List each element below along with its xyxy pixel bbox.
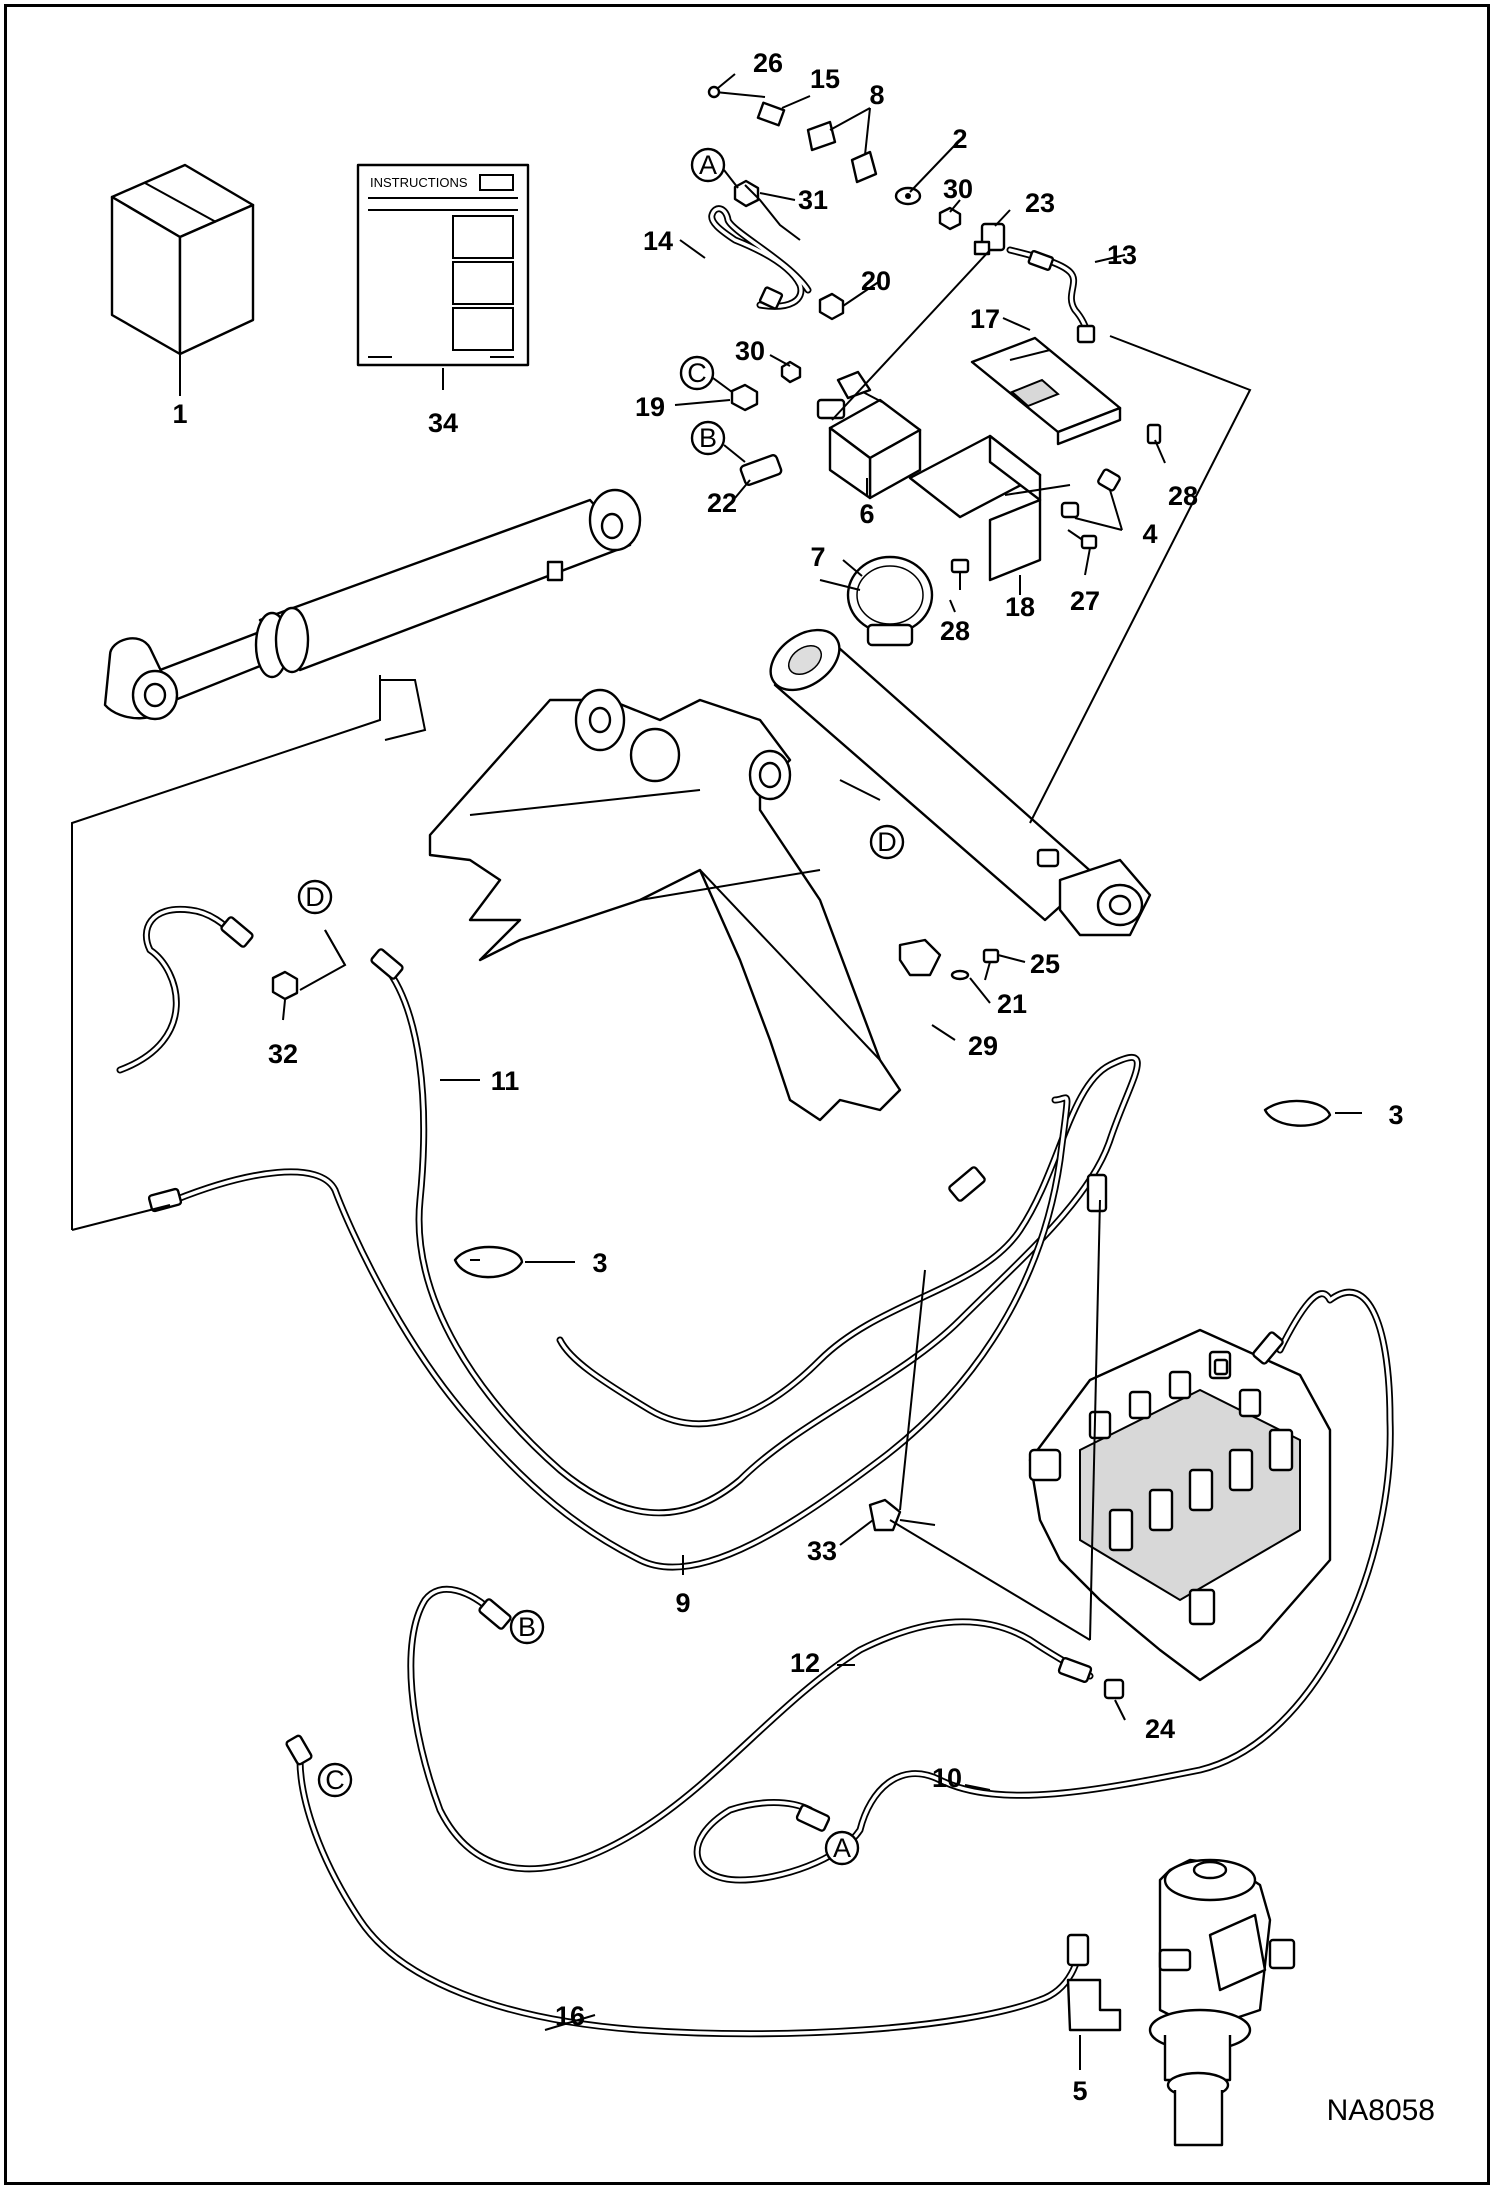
part-number: 18 [1005, 592, 1035, 622]
part-number: 8 [869, 80, 884, 110]
kit-box-drawing [110, 163, 255, 382]
part-number: 33 [807, 1536, 837, 1566]
part-number: 30 [735, 336, 765, 366]
part-number: 15 [810, 64, 840, 94]
part-number: 22 [707, 488, 737, 518]
connection-letter: D [877, 827, 897, 857]
part-number: 9 [675, 1588, 690, 1618]
part-number: 30 [943, 174, 973, 204]
connection-letter: B [518, 1612, 536, 1642]
connection-letter: C [687, 358, 707, 388]
part-number: 19 [635, 392, 665, 422]
control-valve-drawing [1028, 1328, 1332, 1682]
part-number: 24 [1145, 1714, 1175, 1744]
part-number: 2 [952, 124, 967, 154]
part-number: 29 [968, 1031, 998, 1061]
number-leaders [179, 73, 1362, 2070]
part-number: 34 [428, 408, 458, 438]
boom-cylinder-drawing [769, 628, 1152, 937]
part-number: 11 [491, 1066, 520, 1096]
part-number: 6 [859, 499, 874, 529]
leader-lines [71, 184, 1252, 1641]
part-number: 32 [268, 1039, 298, 1069]
part-number: 12 [790, 1648, 820, 1678]
connection-letter: A [833, 1833, 851, 1863]
valve-assembly-drawing [707, 85, 1162, 647]
part-number: 10 [932, 1763, 962, 1793]
part-number-labels: 1 34 26 15 8 2 31 30 23 14 20 13 17 30 1… [172, 48, 1403, 2106]
part-number: 28 [1168, 481, 1198, 511]
fitting-parts-drawing [898, 938, 1000, 981]
connection-letter: B [699, 423, 717, 453]
instructions-title: INSTRUCTIONS [370, 175, 468, 190]
part-number: 17 [970, 304, 1000, 334]
part-number: 26 [753, 48, 783, 78]
drawing-reference-code: NA8058 [1327, 2094, 1435, 2127]
part-number: 4 [1142, 519, 1157, 549]
part-number: 7 [810, 542, 825, 572]
part-number: 20 [861, 266, 891, 296]
part-number: 28 [940, 616, 970, 646]
part-number: 3 [592, 1248, 607, 1278]
part-number: 21 [997, 989, 1027, 1019]
hoses-drawing [116, 905, 1394, 2038]
part-number: 16 [555, 2001, 585, 2031]
connection-letter: A [699, 150, 717, 180]
connection-letter: C [325, 1765, 345, 1795]
part-number: 31 [798, 185, 828, 215]
drawing-frame [4, 4, 1490, 2185]
instructions-sheet-drawing: INSTRUCTIONS [356, 163, 530, 390]
part-number: 1 [172, 399, 187, 429]
part-number: 3 [1388, 1100, 1403, 1130]
boom-frame-drawing [428, 688, 902, 1122]
part-number: 13 [1107, 240, 1137, 270]
part-number: 27 [1070, 586, 1100, 616]
swing-motor-drawing [1148, 1858, 1296, 2147]
part-number: 23 [1025, 188, 1055, 218]
part-number: 25 [1030, 949, 1060, 979]
part-number: 5 [1072, 2076, 1087, 2106]
connection-letter: D [305, 882, 325, 912]
connection-markers: A C B D D B A C [297, 147, 905, 1866]
part-number: 14 [643, 226, 673, 256]
swing-cylinder-drawing [103, 488, 642, 721]
